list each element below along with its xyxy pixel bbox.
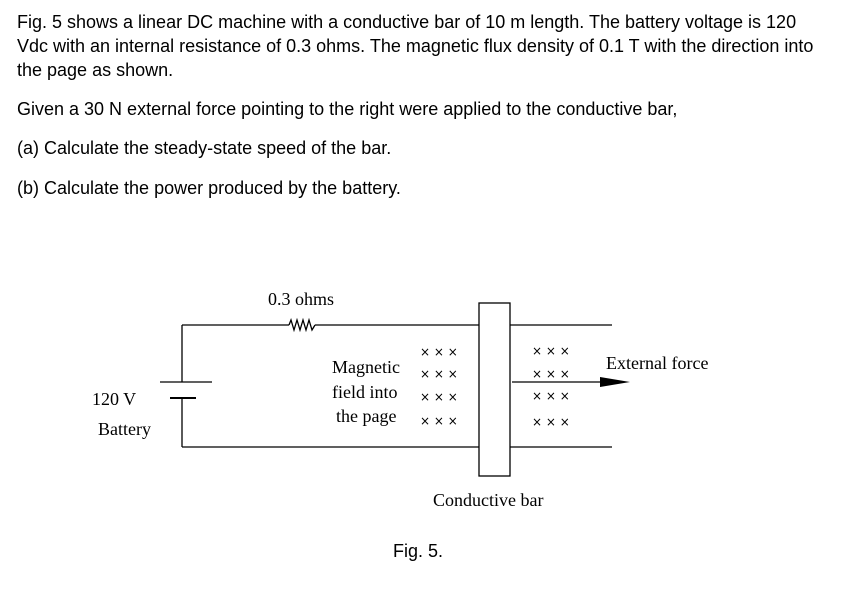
field-markers-right: × × × × × × × × × × × × (532, 344, 570, 429)
problem-statement: Fig. 5 shows a linear DC machine with a … (17, 12, 814, 80)
field-marker-row: × × × (532, 367, 570, 381)
force-arrowhead (600, 377, 630, 387)
resistor-symbol (288, 317, 316, 333)
field-label-line-1: Magnetic (332, 357, 400, 377)
field-marker-row: × × × (532, 389, 570, 403)
battery-label: Battery (98, 419, 151, 439)
conductive-bar-label: Conductive bar (433, 490, 543, 510)
field-marker-row: × × × (532, 415, 570, 429)
question-b: (b) Calculate the power produced by the … (17, 178, 401, 198)
external-force-label: External force (606, 353, 708, 373)
question-a: (a) Calculate the steady-state speed of … (17, 138, 392, 158)
field-marker-row: × × × (420, 345, 458, 359)
field-label-line-2: field into (332, 382, 398, 402)
field-label-line-3: the page (336, 406, 396, 426)
conductive-bar (478, 302, 511, 477)
field-marker-row: × × × (420, 390, 458, 404)
given-condition: Given a 30 N external force pointing to … (17, 99, 678, 119)
field-markers-left: × × × × × × × × × × × × (420, 345, 458, 428)
field-marker-row: × × × (532, 344, 570, 358)
battery-symbol (160, 381, 212, 399)
figure-caption: Fig. 5. (393, 541, 443, 561)
resistor-label: 0.3 ohms (268, 289, 334, 309)
field-marker-row: × × × (420, 414, 458, 428)
battery-voltage-label: 120 V (92, 389, 136, 409)
field-marker-row: × × × (420, 367, 458, 381)
